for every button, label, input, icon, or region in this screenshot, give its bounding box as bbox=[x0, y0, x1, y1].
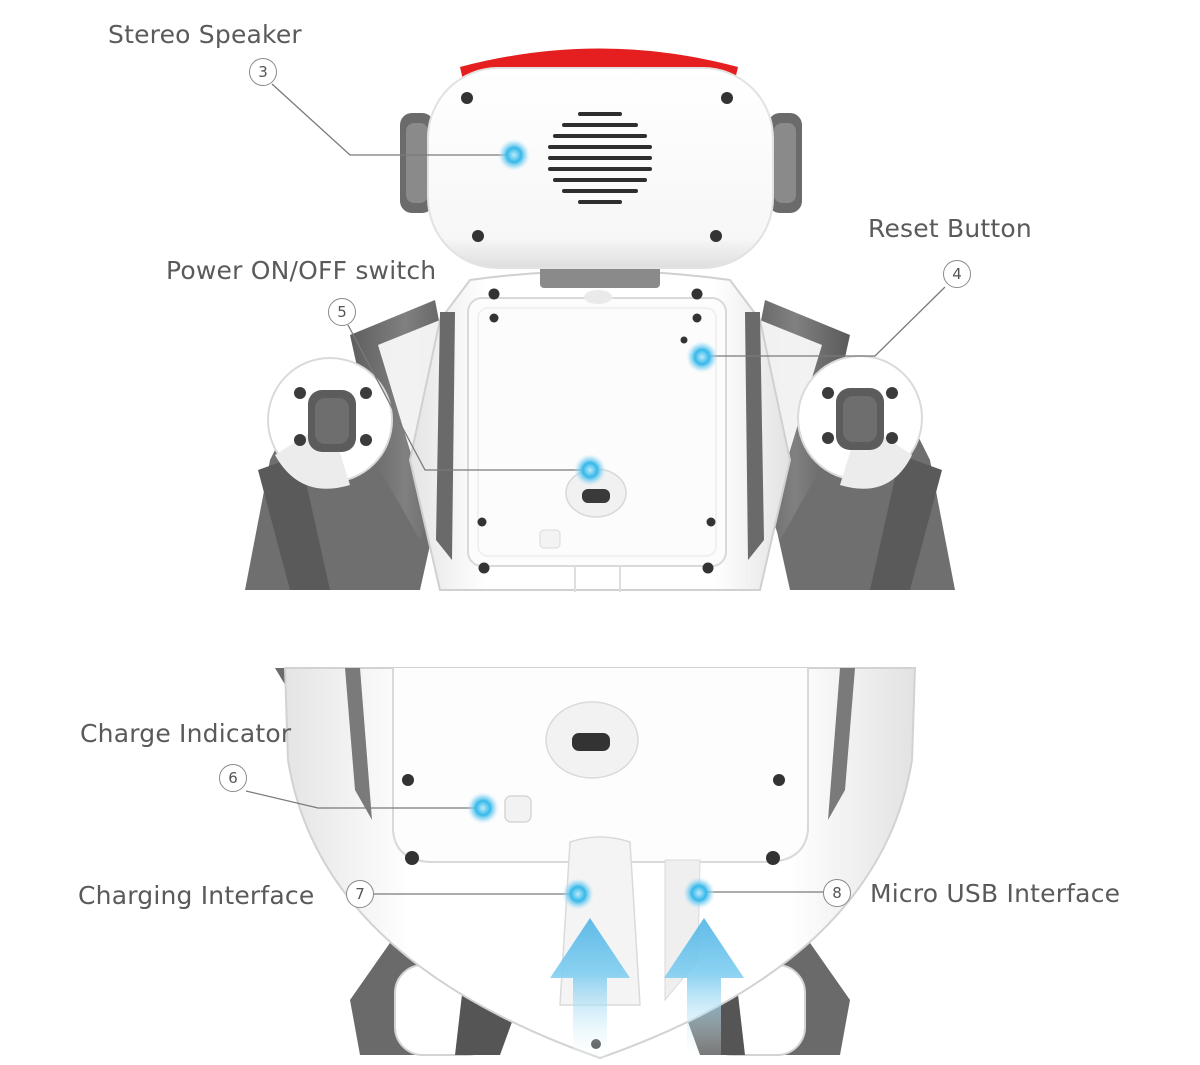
label-charge-indicator: Charge Indicator bbox=[80, 719, 292, 748]
arrow-usb bbox=[664, 918, 744, 1058]
label-micro-usb: Micro USB Interface bbox=[870, 879, 1121, 908]
neck-joint bbox=[584, 290, 612, 304]
callout-number-8: 8 bbox=[823, 879, 851, 907]
torso-back bbox=[408, 270, 792, 592]
upper-view bbox=[245, 48, 955, 592]
lower-view bbox=[275, 667, 917, 1060]
charging-interface-highlight bbox=[562, 878, 594, 910]
callout-number-4: 4 bbox=[943, 260, 971, 288]
power-switch bbox=[572, 733, 610, 751]
reset-highlight bbox=[686, 341, 718, 373]
speaker-highlight bbox=[498, 139, 530, 171]
charge-indicator-highlight bbox=[467, 792, 499, 824]
usb-highlight bbox=[683, 877, 715, 909]
power-highlight bbox=[574, 454, 606, 486]
charge-led-window bbox=[504, 795, 532, 823]
label-reset-button: Reset Button bbox=[868, 214, 1032, 243]
label-charging-interface: Charging Interface bbox=[78, 881, 315, 910]
label-power-switch: Power ON/OFF switch bbox=[166, 256, 437, 285]
leader-lines bbox=[245, 83, 946, 895]
highlights bbox=[467, 139, 718, 910]
speaker-grille bbox=[548, 112, 652, 204]
callout-number-3: 3 bbox=[249, 58, 277, 86]
callout-number-6: 6 bbox=[219, 764, 247, 792]
label-stereo-speaker: Stereo Speaker bbox=[108, 20, 302, 49]
arrow-charging bbox=[550, 918, 630, 1058]
head bbox=[400, 48, 802, 269]
callout-number-5: 5 bbox=[328, 298, 356, 326]
callout-number-7: 7 bbox=[346, 880, 374, 908]
